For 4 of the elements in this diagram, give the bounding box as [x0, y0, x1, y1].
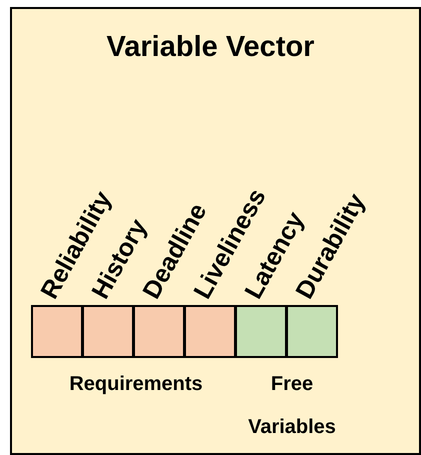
group-label: Free Variables [247, 372, 337, 440]
panel [10, 7, 421, 455]
group-label: Requirements [68, 372, 204, 397]
title: Variable Vector [106, 31, 316, 64]
